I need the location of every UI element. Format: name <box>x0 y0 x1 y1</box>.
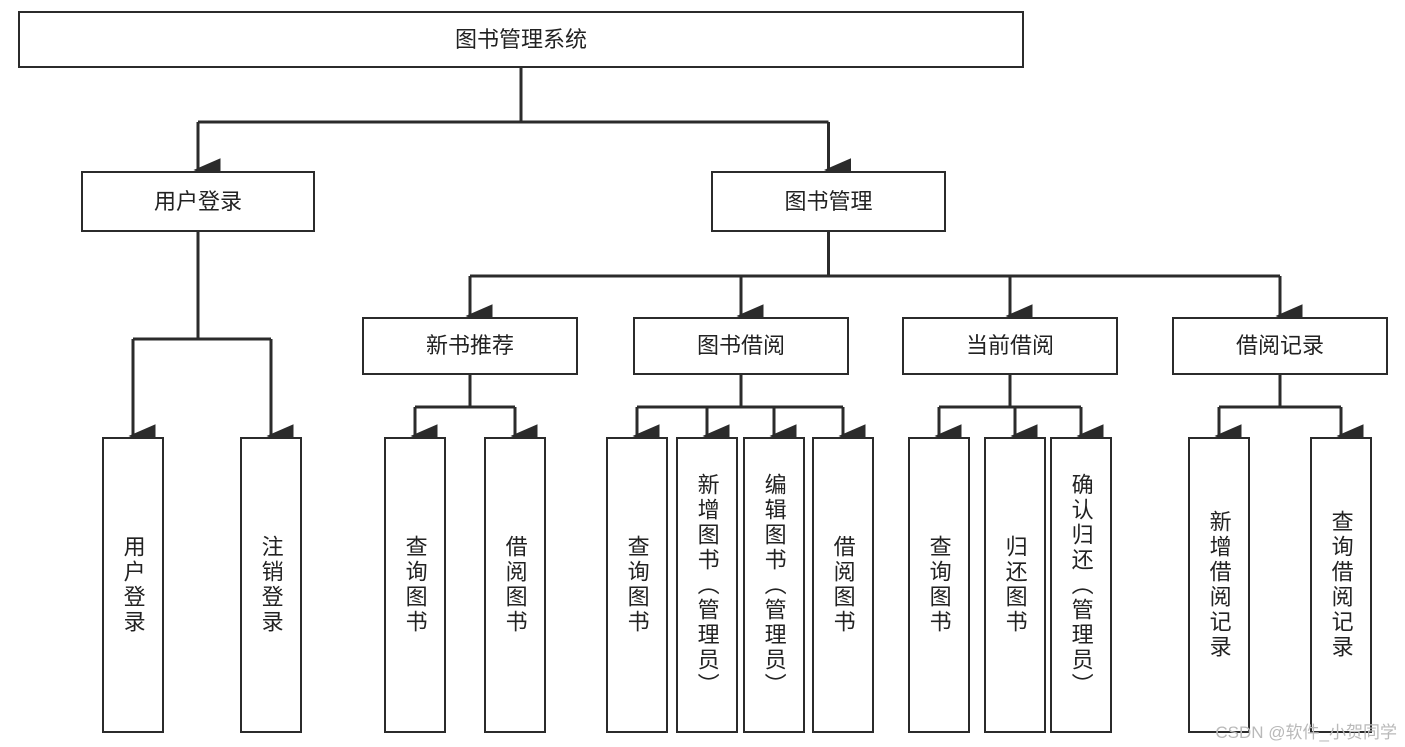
node-user-login[interactable]: 用户登录 <box>81 171 315 232</box>
node-leaf-add-record[interactable]: 新增借阅记录 <box>1188 437 1250 733</box>
node-label: 新书推荐 <box>425 333 514 359</box>
node-leaf-borrow-book-rec[interactable]: 借阅图书 <box>484 437 546 733</box>
node-leaf-query-book-current[interactable]: 查询图书 <box>908 437 970 733</box>
node-label: 查询图书 <box>624 535 650 635</box>
node-leaf-confirm-return[interactable]: 确认归还（管理员） <box>1050 437 1112 733</box>
node-label: 查询图书 <box>402 535 428 635</box>
node-label: 借阅记录 <box>1235 333 1324 359</box>
node-label: 归还图书 <box>1002 535 1028 635</box>
node-leaf-query-book-rec[interactable]: 查询图书 <box>384 437 446 733</box>
node-leaf-add-book[interactable]: 新增图书（管理员） <box>676 437 738 733</box>
node-label: 图书管理系统 <box>454 26 587 52</box>
node-label: 图书管理 <box>784 188 873 214</box>
node-label: 确认归还（管理员） <box>1068 472 1094 698</box>
node-label: 用户登录 <box>153 188 242 214</box>
node-label: 图书借阅 <box>696 333 785 359</box>
node-root[interactable]: 图书管理系统 <box>18 11 1024 68</box>
node-book-manage[interactable]: 图书管理 <box>711 171 946 232</box>
node-label: 新增借阅记录 <box>1206 510 1232 660</box>
node-leaf-query-record[interactable]: 查询借阅记录 <box>1310 437 1372 733</box>
node-leaf-return-book[interactable]: 归还图书 <box>984 437 1046 733</box>
node-label: 新增图书（管理员） <box>694 472 720 698</box>
csdn-watermark: CSDN @软件_小贺同学 <box>1215 723 1397 742</box>
node-leaf-edit-book[interactable]: 编辑图书（管理员） <box>743 437 805 733</box>
node-leaf-user-logout[interactable]: 注销登录 <box>240 437 302 733</box>
node-new-book-rec[interactable]: 新书推荐 <box>362 317 578 375</box>
node-label: 注销登录 <box>258 535 284 635</box>
node-label: 编辑图书（管理员） <box>761 472 787 698</box>
node-label: 查询图书 <box>926 535 952 635</box>
node-leaf-query-book-borrow[interactable]: 查询图书 <box>606 437 668 733</box>
node-leaf-borrow-book[interactable]: 借阅图书 <box>812 437 874 733</box>
node-label: 用户登录 <box>120 535 146 635</box>
node-label: 借阅图书 <box>502 535 528 635</box>
node-current-borrow[interactable]: 当前借阅 <box>902 317 1118 375</box>
node-leaf-user-login[interactable]: 用户登录 <box>102 437 164 733</box>
node-book-borrow[interactable]: 图书借阅 <box>633 317 849 375</box>
node-label: 当前借阅 <box>965 333 1054 359</box>
node-borrow-record[interactable]: 借阅记录 <box>1172 317 1388 375</box>
node-label: 查询借阅记录 <box>1328 510 1354 660</box>
node-label: 借阅图书 <box>830 535 856 635</box>
